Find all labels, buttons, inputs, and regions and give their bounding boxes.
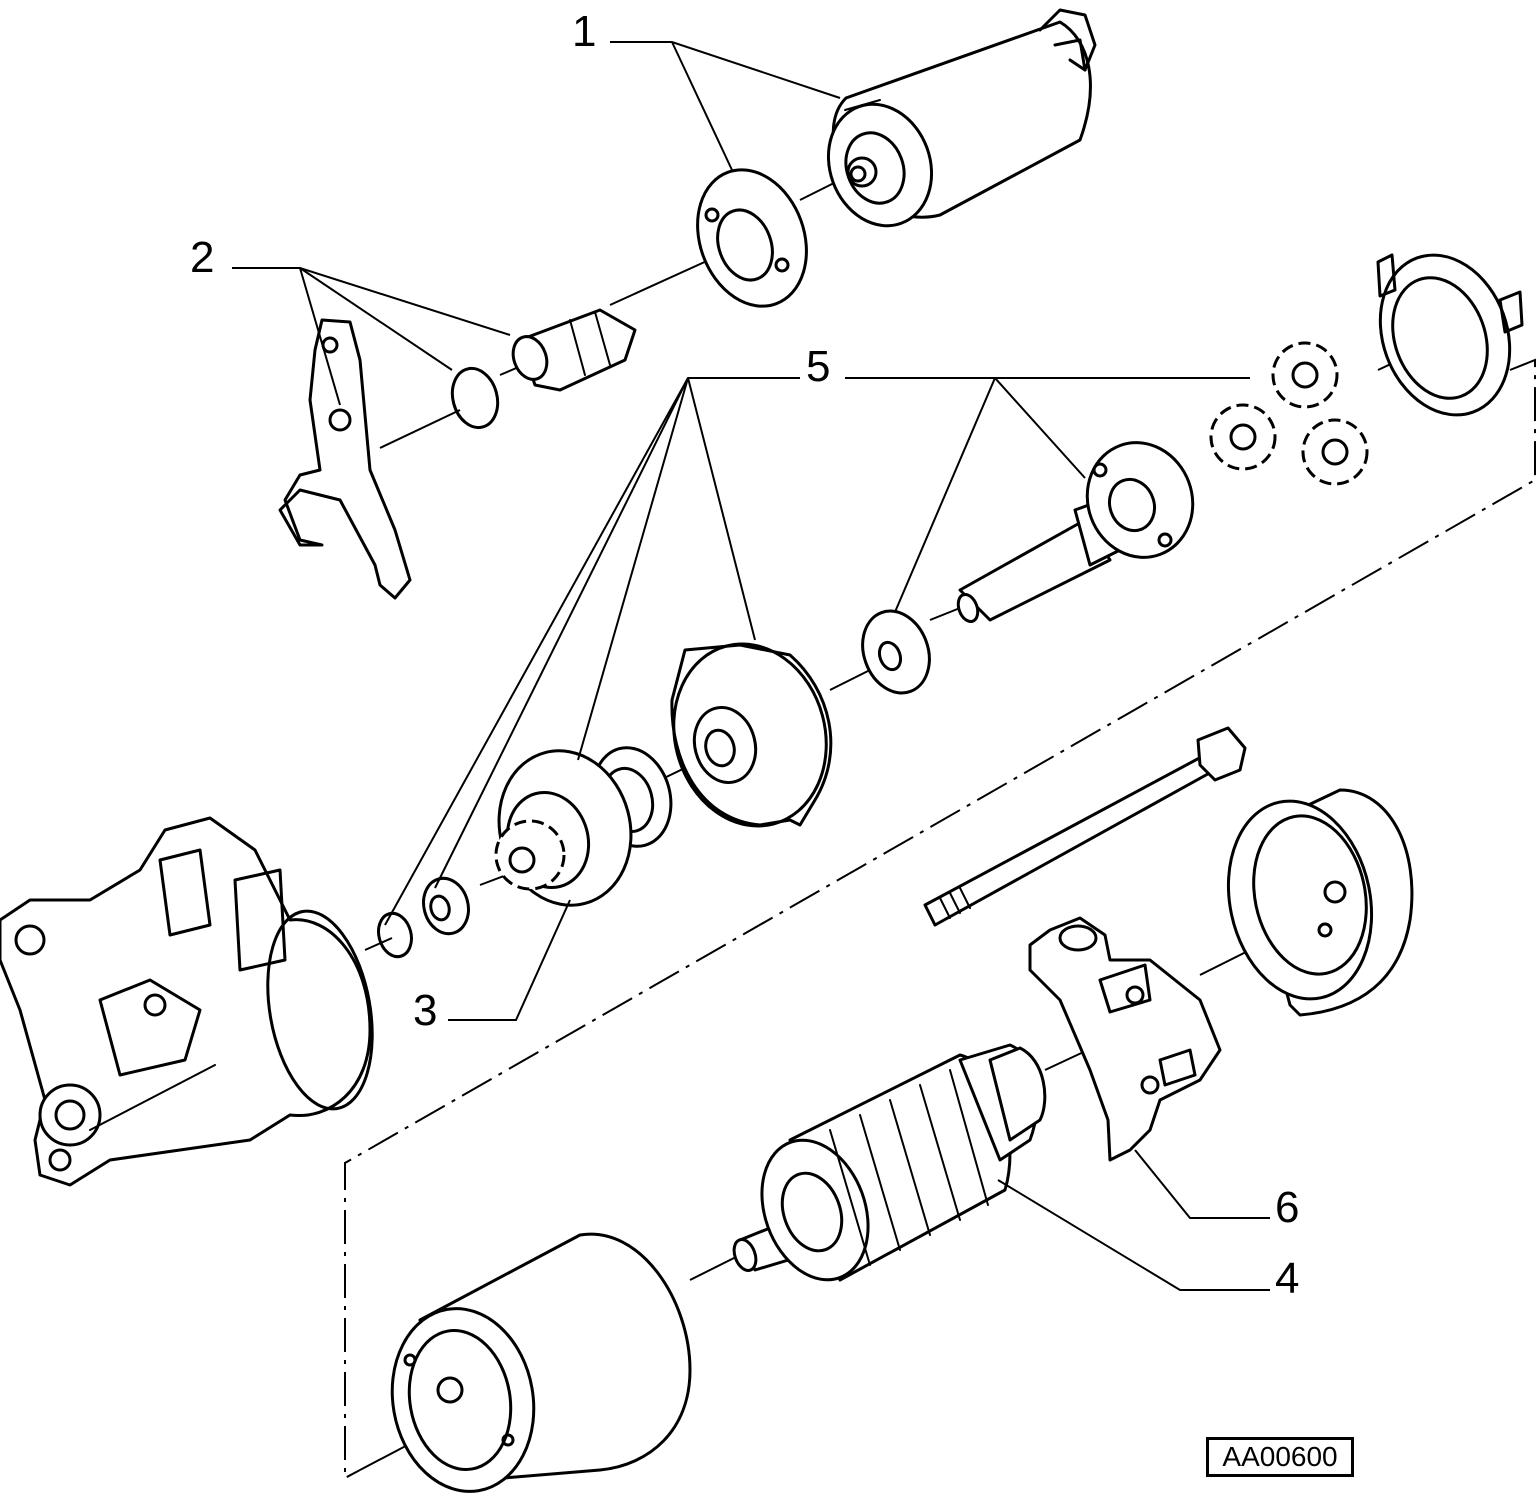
carrier-thrust-washer [861, 609, 931, 695]
callout-3: 3 [413, 986, 437, 1035]
callout-5: 5 [806, 342, 830, 391]
callout-4: 4 [1275, 1254, 1299, 1303]
yoke-field-frame [390, 1232, 692, 1493]
internal-ring-gear [1376, 253, 1524, 417]
assembly-bracket-dashline [344, 358, 1536, 1480]
through-bolt [923, 726, 1247, 927]
callout-6: 6 [1275, 1183, 1299, 1232]
planetary-carrier-shaft [956, 441, 1195, 624]
drive-end-housing [0, 816, 374, 1187]
callout-2: 2 [190, 233, 214, 282]
overrunning-clutch-pinion [494, 749, 633, 907]
armature-core-laminations [829, 1069, 989, 1266]
brush-holder-plate [1028, 916, 1222, 1162]
diagram-reference-code: AA00600 [1206, 1437, 1354, 1477]
solenoid-mounting-gasket [696, 168, 808, 308]
pinion-stop-collar [422, 876, 470, 936]
callout-leader-lines [232, 41, 1270, 1291]
solenoid-switch [826, 8, 1097, 228]
armature [732, 1043, 1047, 1282]
plunger-circlip [450, 366, 500, 430]
commutator-end-cover [1226, 788, 1414, 1017]
callout-labels: 1 2 3 4 5 6 [190, 7, 1299, 1303]
drive-end-intermediate-housing [670, 642, 833, 828]
drive-engagement-lever [278, 318, 412, 600]
callout-1: 1 [572, 7, 596, 56]
solenoid-plunger [511, 308, 637, 392]
pinion-snap-ring [377, 911, 413, 959]
planet-gears [1209, 341, 1369, 486]
